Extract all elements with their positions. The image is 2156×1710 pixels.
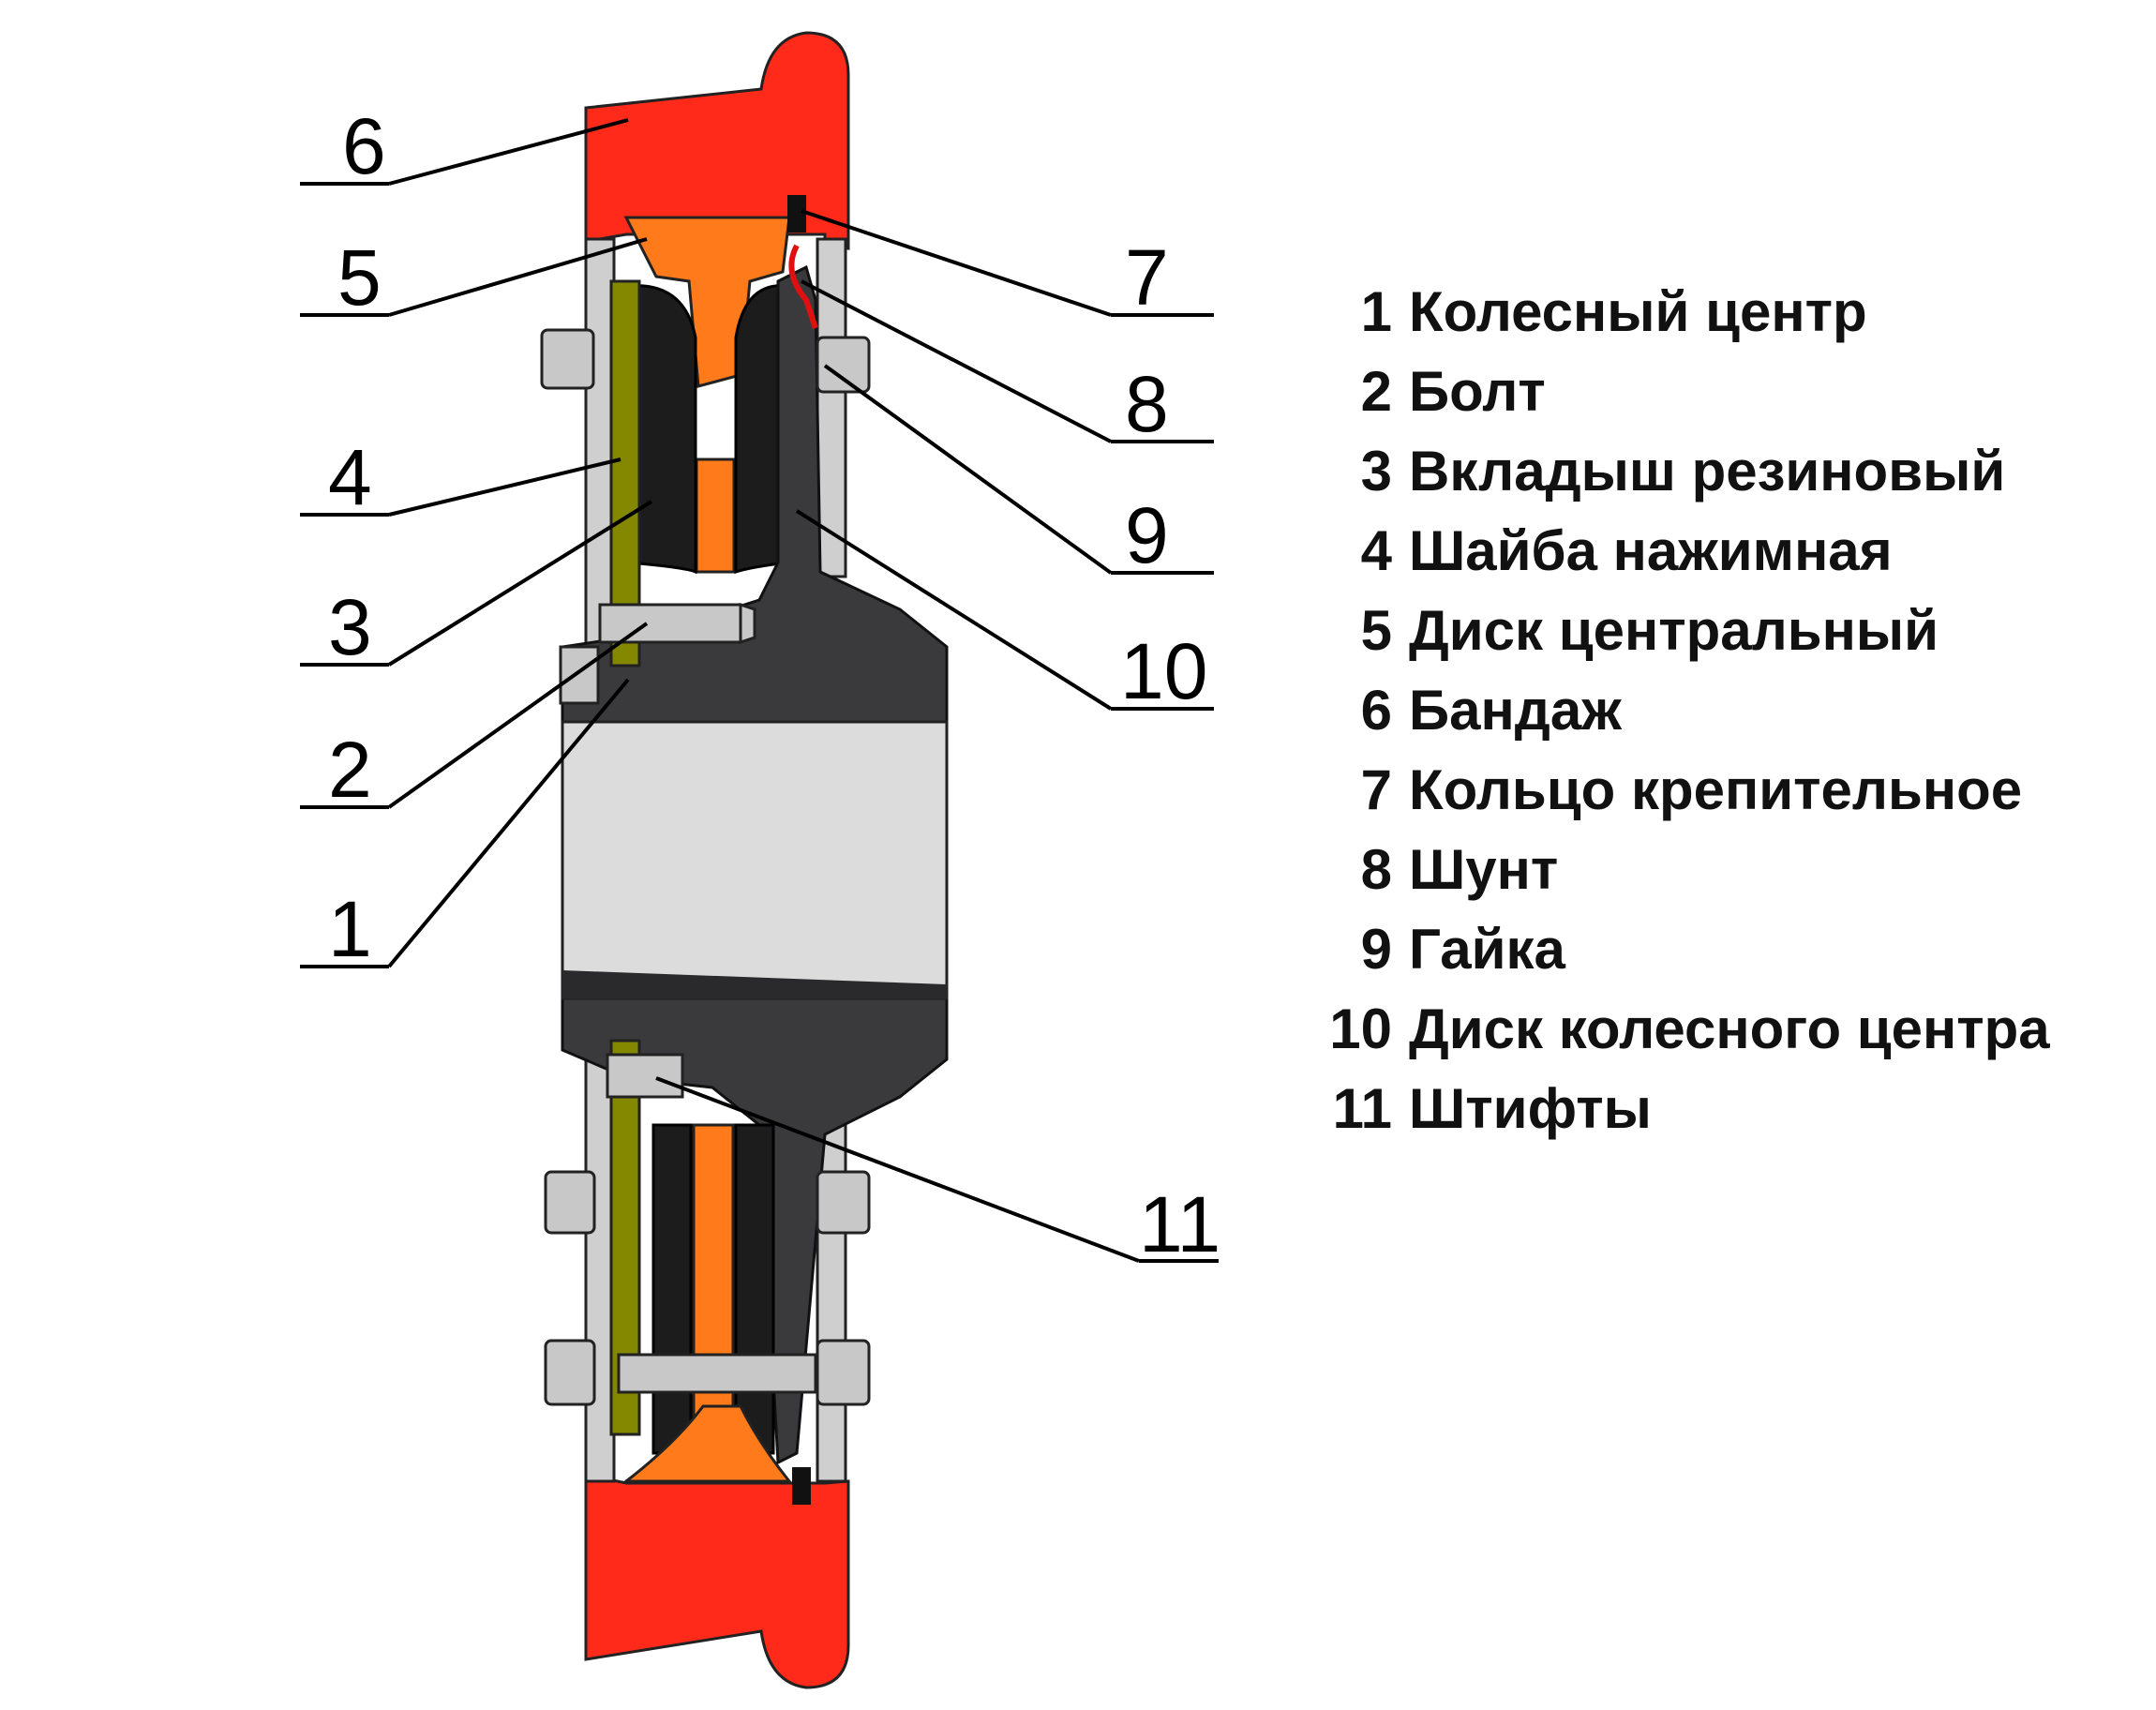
tire-bottom — [584, 1467, 850, 1689]
callout-leader-line — [388, 118, 629, 186]
callout-number: 6 — [342, 102, 386, 190]
legend-item: 4 Шайба нажимная — [1308, 511, 2133, 591]
legend-item: 3 Вкладыш резиновый — [1308, 431, 2133, 511]
bolts-group — [540, 328, 871, 1406]
callout-leader-line — [388, 237, 648, 317]
hub-bore-shadow — [562, 970, 947, 998]
bolt-upper-right-nut — [816, 336, 871, 394]
legend-item-number: 7 — [1360, 758, 1392, 821]
callout-2: 2 — [300, 622, 649, 814]
legend-item-label: Шайба нажимная — [1409, 519, 1893, 582]
callout-4: 4 — [300, 433, 621, 521]
legend-item-label: Диск центральный — [1409, 599, 1939, 662]
legend-item: 11 Штифты — [1308, 1069, 2133, 1148]
callout-leader-line — [655, 1076, 1140, 1263]
callout-leader-line — [388, 458, 621, 517]
bolt-upper-left-nut — [540, 328, 595, 390]
central-disc-bottom-rim — [621, 1404, 793, 1483]
legend-item-number: 5 — [1360, 599, 1392, 662]
rubber-insert-top-left — [626, 284, 697, 575]
legend-item: 7 Кольцо крепительное — [1308, 750, 2133, 830]
callout-number: 4 — [328, 433, 372, 521]
legend-item-label: Кольцо крепительное — [1409, 758, 2023, 821]
legend-item: 2 Болт — [1308, 352, 2133, 431]
callout-number: 11 — [1139, 1180, 1220, 1268]
bolt-lower-right-nut — [816, 1339, 871, 1406]
legend-item: 5 Диск центральный — [1308, 591, 2133, 670]
callout-leader-line — [387, 500, 653, 667]
callout-number: 2 — [328, 726, 372, 814]
callout-3: 3 — [300, 500, 653, 671]
legend-item-number: 3 — [1360, 440, 1392, 502]
legend-item-label: Штифты — [1409, 1077, 1652, 1140]
callout-leader-line — [387, 678, 630, 968]
legend-item-label: Диск колесного центра — [1409, 998, 2050, 1060]
callout-1: 1 — [300, 678, 630, 973]
callout-leader-line — [387, 622, 649, 809]
rubber-insert-bottom-right — [734, 1123, 775, 1455]
legend-item-number: 4 — [1360, 519, 1392, 582]
bolt-2-head — [559, 645, 600, 705]
legend-item-number: 6 — [1360, 679, 1392, 742]
bolt-lower-left-nut — [544, 1339, 596, 1406]
callout-8: 8 — [801, 279, 1214, 448]
legend-item-number: 2 — [1360, 360, 1392, 423]
callout-5: 5 — [300, 233, 648, 322]
callouts-group: 6 5 4 3 2 1 7 8 9 10 11 — [300, 102, 1220, 1268]
legend-item-label: Колесный центр — [1409, 280, 1867, 343]
bolt-2-shank — [598, 603, 742, 644]
hub-bore — [561, 720, 949, 1000]
callout-number: 7 — [1125, 233, 1169, 322]
callout-7: 7 — [801, 209, 1214, 322]
central-disc-top — [623, 216, 791, 574]
callout-leader-line — [795, 509, 1113, 711]
legend-item-number: 1 — [1360, 280, 1392, 343]
legend-item-number: 11 — [1332, 1077, 1392, 1140]
callout-6: 6 — [300, 102, 629, 190]
callout-number: 3 — [328, 583, 372, 671]
callout-number: 9 — [1125, 491, 1169, 579]
mounting-ring-bottom — [792, 1467, 811, 1505]
callout-number: 5 — [337, 233, 382, 322]
callout-leader-line — [801, 209, 1112, 317]
callout-10: 10 — [795, 509, 1214, 715]
callout-9: 9 — [823, 364, 1214, 579]
legend-item: 1 Колесный центр — [1308, 272, 2133, 352]
lower-assembly — [621, 1123, 793, 1483]
central-disc-top-web — [695, 458, 736, 574]
callout-leader-line — [801, 279, 1112, 443]
pins-11 — [606, 1053, 684, 1099]
mounting-ring-top — [787, 195, 806, 232]
callout-leader-line — [823, 364, 1113, 575]
legend-item-label: Гайка — [1409, 918, 1565, 981]
shunt-wire — [788, 244, 818, 329]
bolt-mid-left-nut — [544, 1170, 596, 1235]
legend-item: 9 Гайка — [1308, 909, 2133, 989]
tire-part — [584, 31, 850, 1689]
pressure-washer-top — [609, 279, 641, 668]
legend-item: 8 Шунт — [1308, 830, 2133, 909]
bolt-2-tip — [739, 602, 756, 645]
legend-item-number: 8 — [1360, 838, 1392, 901]
legend-item: 6 Бандаж — [1308, 670, 2133, 750]
bolt-lower-shank — [617, 1353, 817, 1394]
legend-item-label: Вкладыш резиновый — [1409, 440, 2006, 502]
legend-item-label: Бандаж — [1409, 679, 1622, 742]
callout-number: 8 — [1125, 360, 1169, 448]
legend-item-label: Шунт — [1409, 838, 1559, 901]
legend-item: 10 Диск колесного центра — [1308, 989, 2133, 1069]
callout-number: 10 — [1120, 627, 1207, 715]
bolt-mid-right-nut — [816, 1170, 871, 1235]
legend-item-number: 9 — [1360, 918, 1392, 981]
callout-number: 1 — [328, 885, 372, 973]
legend-item-number: 10 — [1329, 998, 1392, 1060]
callout-11: 11 — [655, 1076, 1220, 1268]
rubber-insert-bottom-left — [651, 1123, 693, 1455]
legend-item-label: Болт — [1409, 360, 1546, 423]
